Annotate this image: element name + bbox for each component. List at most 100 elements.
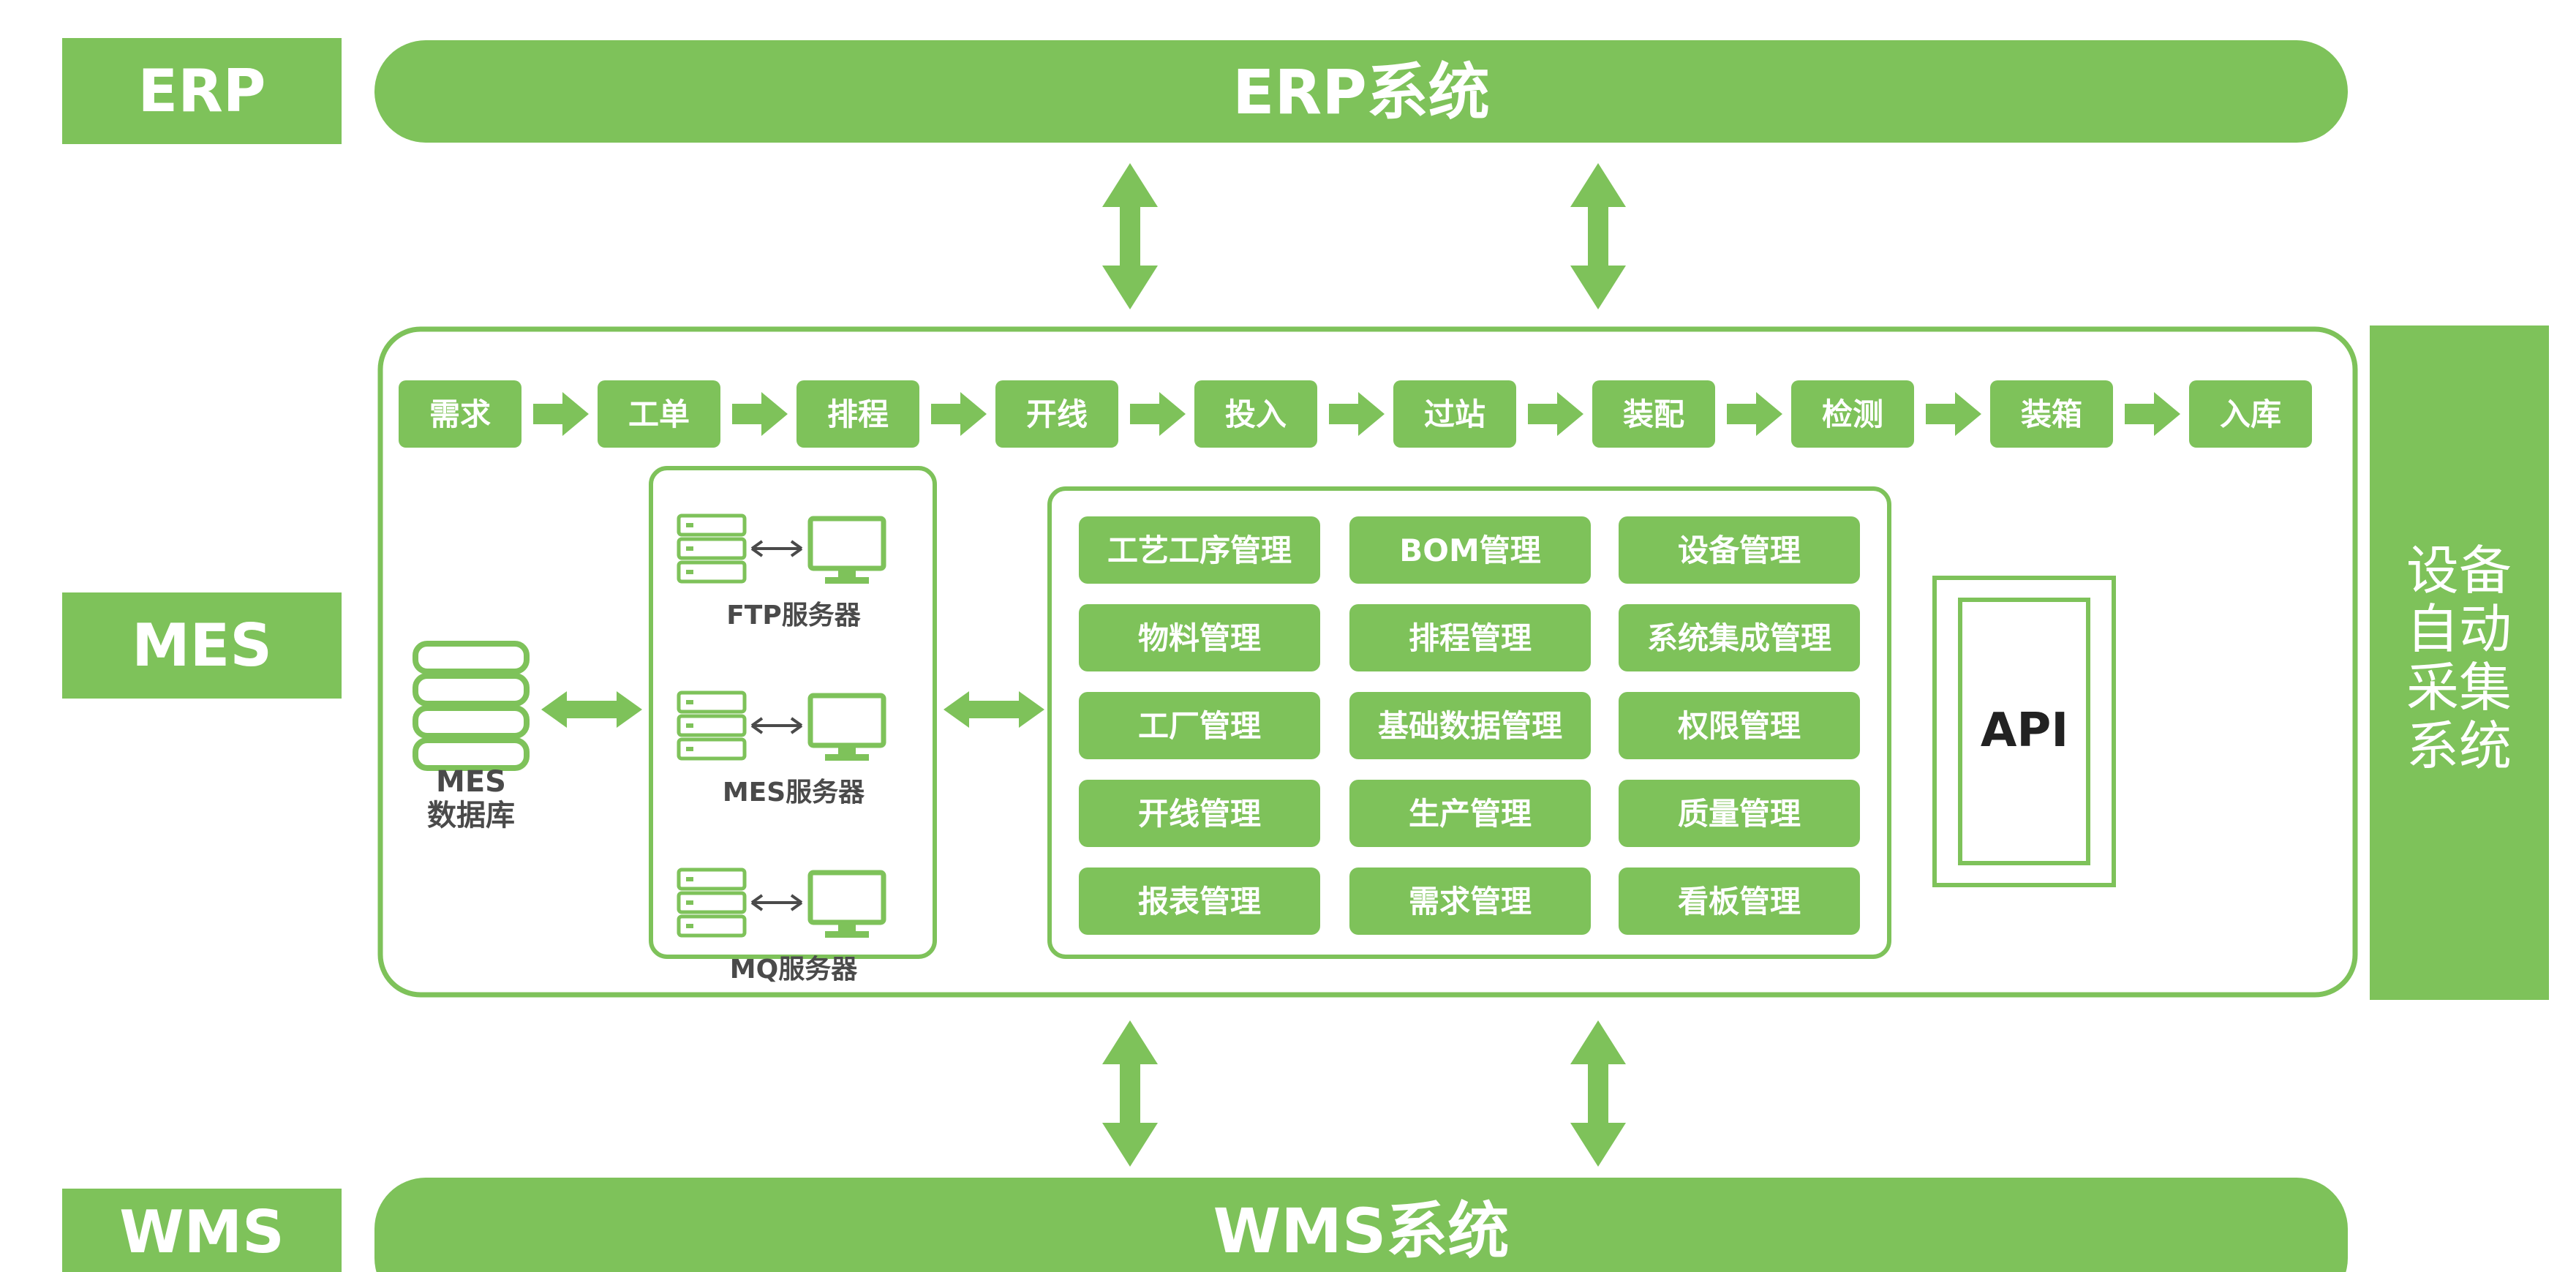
mes-container xyxy=(377,326,2358,998)
svg-text:MES: MES xyxy=(436,765,506,799)
module-label: 需求管理 xyxy=(1409,884,1532,919)
db-server-arrow xyxy=(541,691,642,728)
module-item: 设备管理 xyxy=(1619,516,1860,584)
server-icon xyxy=(679,516,884,584)
svg-text:自动: 自动 xyxy=(2406,598,2512,660)
svg-text:采集: 采集 xyxy=(2406,657,2512,718)
database-icon xyxy=(413,641,530,771)
module-label: 设备管理 xyxy=(1678,532,1801,568)
wms-system-bar: WMS系统 xyxy=(374,1178,2348,1272)
process-step-2: 工单 xyxy=(598,380,720,448)
module-label: 报表管理 xyxy=(1138,884,1261,919)
svg-text:设备: 设备 xyxy=(2406,540,2512,601)
module-label: 排程管理 xyxy=(1409,620,1532,656)
process-step-label: 工单 xyxy=(628,396,690,432)
server-label: FTP服务器 xyxy=(726,601,862,631)
svg-text:数据库: 数据库 xyxy=(427,799,515,832)
process-step-label: 检测 xyxy=(1822,396,1883,432)
process-step-label: 装配 xyxy=(1623,396,1684,432)
mes-database: MES 数据库 xyxy=(413,641,530,832)
module-item: 工厂管理 xyxy=(1079,692,1320,759)
server-label: MQ服务器 xyxy=(730,955,858,985)
module-label: 基础数据管理 xyxy=(1378,708,1562,744)
module-item: 质量管理 xyxy=(1619,780,1860,847)
module-item: 生产管理 xyxy=(1349,780,1591,847)
module-panel xyxy=(1047,486,1891,959)
module-label: 权限管理 xyxy=(1677,708,1801,744)
process-step-4: 开线 xyxy=(995,380,1118,448)
process-step-label: 过站 xyxy=(1424,396,1485,432)
server-module-arrow xyxy=(944,691,1044,728)
process-step-8: 检测 xyxy=(1791,380,1914,448)
server-item-1: FTP服务器 xyxy=(679,516,884,631)
module-item: 看板管理 xyxy=(1619,868,1860,935)
module-item: 排程管理 xyxy=(1349,604,1591,671)
module-item: 物料管理 xyxy=(1079,604,1320,671)
layer-label-wms: WMS xyxy=(62,1189,342,1272)
erp-mes-arrow-left xyxy=(1102,163,1158,309)
process-step-5: 投入 xyxy=(1194,380,1317,448)
process-step-6: 过站 xyxy=(1393,380,1516,448)
process-step-9: 装箱 xyxy=(1990,380,2113,448)
module-item: 权限管理 xyxy=(1619,692,1860,759)
process-step-3: 排程 xyxy=(796,380,919,448)
module-label: 工艺工序管理 xyxy=(1107,532,1292,568)
server-group xyxy=(649,466,937,959)
api-block: API xyxy=(1932,576,2116,887)
module-label: 质量管理 xyxy=(1678,796,1801,832)
module-item: 需求管理 xyxy=(1349,868,1591,935)
svg-text:系统: 系统 xyxy=(2406,715,2512,777)
mes-wms-arrow-left xyxy=(1102,1020,1158,1167)
process-arrow-4 xyxy=(1130,392,1186,436)
module-item: 工艺工序管理 xyxy=(1079,516,1320,584)
module-item: BOM管理 xyxy=(1349,516,1591,584)
process-step-label: 投入 xyxy=(1225,396,1287,432)
svg-text:WMS: WMS xyxy=(119,1198,284,1266)
equipment-collection-panel: 设备 自动 采集 系统 xyxy=(2370,325,2549,1000)
server-item-2: MES服务器 xyxy=(679,693,884,808)
process-step-7: 装配 xyxy=(1592,380,1715,448)
process-arrow-9 xyxy=(2125,392,2180,436)
module-label: 看板管理 xyxy=(1678,884,1801,919)
svg-text:MES: MES xyxy=(132,611,272,680)
process-arrow-6 xyxy=(1528,392,1583,436)
module-item: 报表管理 xyxy=(1079,868,1320,935)
layer-label-mes: MES xyxy=(62,592,342,699)
module-label: 生产管理 xyxy=(1409,796,1532,832)
layer-label-erp: ERP xyxy=(62,38,342,144)
process-arrow-5 xyxy=(1329,392,1385,436)
mes-wms-arrow-right xyxy=(1570,1020,1626,1167)
process-arrow-2 xyxy=(732,392,788,436)
module-item: 开线管理 xyxy=(1079,780,1320,847)
module-label: BOM管理 xyxy=(1399,532,1541,568)
module-label: 开线管理 xyxy=(1138,796,1261,832)
process-arrow-3 xyxy=(931,392,987,436)
module-item: 系统集成管理 xyxy=(1619,604,1860,671)
server-icon xyxy=(679,870,884,938)
module-label: 系统集成管理 xyxy=(1647,620,1831,656)
process-step-10: 入库 xyxy=(2189,380,2312,448)
process-step-label: 排程 xyxy=(827,396,889,432)
module-label: 物料管理 xyxy=(1138,620,1261,656)
process-step-label: 入库 xyxy=(2220,396,2281,432)
svg-text:ERP: ERP xyxy=(138,57,266,125)
process-step-label: 装箱 xyxy=(2021,396,2082,432)
svg-text:ERP系统: ERP系统 xyxy=(1232,56,1490,128)
process-arrow-8 xyxy=(1926,392,1981,436)
process-arrow-7 xyxy=(1727,392,1782,436)
process-flow: 需求 工单 排程 开线 投入 过站 装配 检测 装箱 入库 xyxy=(399,380,2312,448)
module-item: 基础数据管理 xyxy=(1349,692,1591,759)
server-label: MES服务器 xyxy=(723,778,865,808)
svg-text:API: API xyxy=(1981,704,2068,758)
process-step-1: 需求 xyxy=(399,380,521,448)
server-list: FTP服务器 MES服务器 MQ服务器 xyxy=(679,516,884,985)
process-step-label: 需求 xyxy=(429,396,491,432)
process-arrow-1 xyxy=(533,392,589,436)
server-item-3: MQ服务器 xyxy=(679,870,884,985)
module-label: 工厂管理 xyxy=(1138,708,1261,744)
svg-text:WMS系统: WMS系统 xyxy=(1213,1195,1510,1267)
server-icon xyxy=(679,693,884,761)
erp-mes-arrow-right xyxy=(1570,163,1626,309)
